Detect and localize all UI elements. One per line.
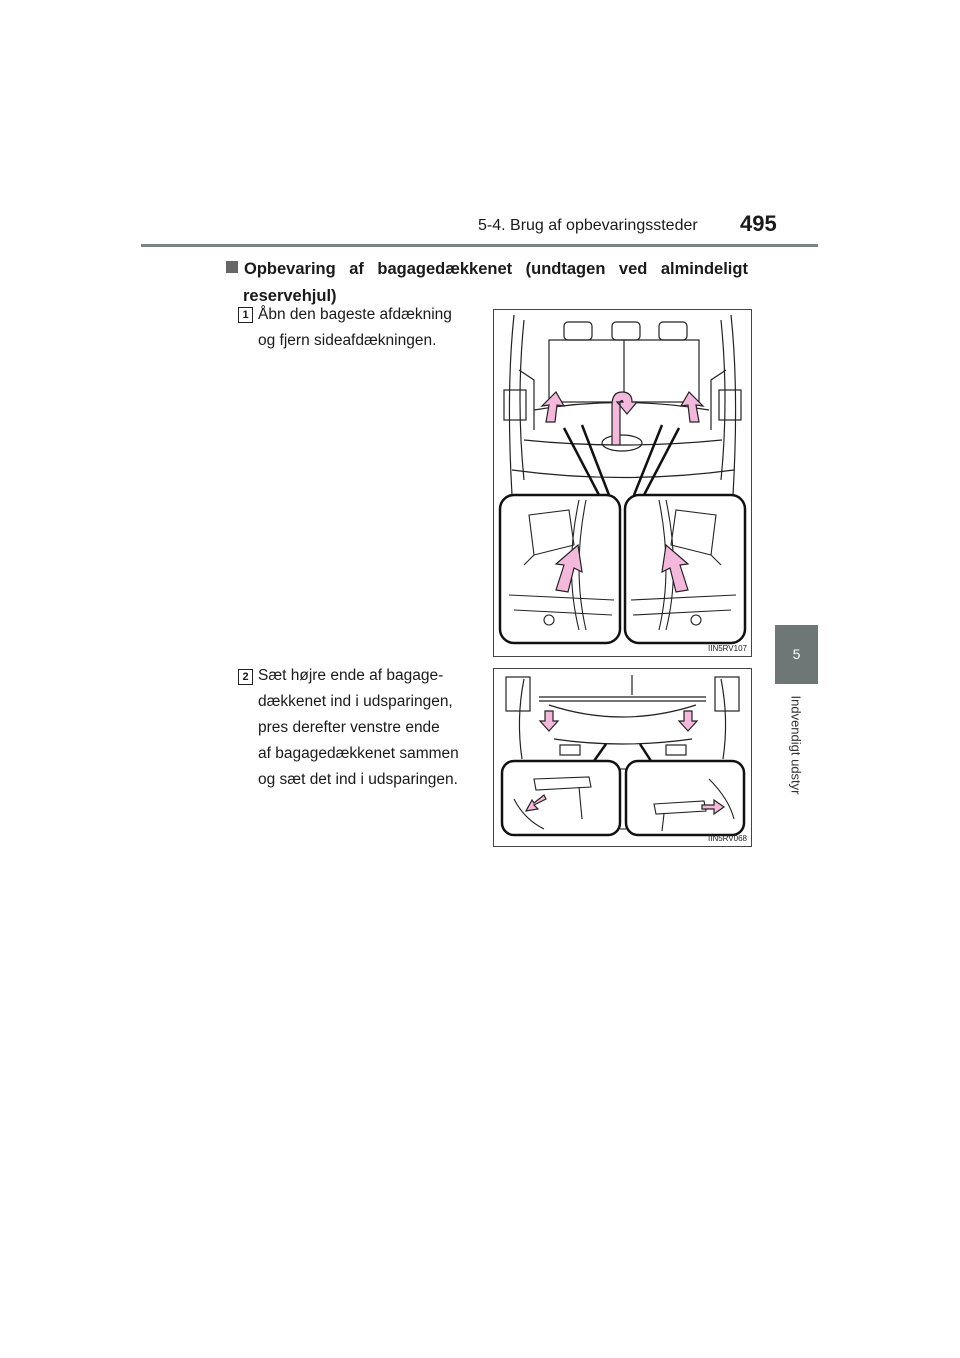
step-1-line: Åbn den bageste afdækning <box>258 306 452 323</box>
step-2-line: dækkenet ind i udsparingen, <box>258 693 453 710</box>
figure-2-code: IIN5RV068 <box>708 834 747 843</box>
step-2-number: 2 <box>238 669 253 685</box>
step-2-text: Sæt højre ende af bagage- dækkenet ind i… <box>258 663 476 793</box>
figure-1-code: IIN5RV107 <box>708 644 747 653</box>
step-2-line: og sæt det ind i udsparingen. <box>258 771 458 788</box>
section-title-line1: Opbevaring af bagagedækkenet (undtagen v… <box>226 256 748 283</box>
header-rule <box>141 244 818 247</box>
section-title-word-4: (undtagen <box>525 260 606 278</box>
step-1-text: Åbn den bageste afdækning og fjern sidea… <box>258 302 476 354</box>
section-title-word-5: ved <box>618 260 648 278</box>
chapter-tab-number: 5 <box>775 625 818 684</box>
header-title: 5-4. Brug af opbevaringssteder <box>478 217 698 234</box>
square-bullet-icon <box>226 261 238 273</box>
section-title-word-2: af <box>349 260 364 278</box>
figure-2-illustration <box>500 675 746 837</box>
figure-cargo-cover-removal: IIN5RV107 <box>493 309 752 657</box>
step-2-line: Sæt højre ende af bagage- <box>258 667 444 684</box>
step-2-line: pres derefter venstre ende <box>258 719 440 736</box>
chapter-tab-label: Indvendigt udstyr <box>786 690 806 800</box>
section-title-line2: reservehjul) <box>243 287 337 305</box>
section-title-word-6: almindeligt <box>660 260 748 278</box>
page-number: 495 <box>740 211 777 236</box>
step-2-line: af bagagedækkenet sammen <box>258 745 459 762</box>
figure-cargo-cover-install: IIN5RV068 <box>493 668 752 847</box>
section-title: Opbevaring af bagagedækkenet (undtagen v… <box>226 256 748 310</box>
step-1-line: og fjern sideafdækningen. <box>258 332 437 349</box>
section-title-word-1: Opbevaring <box>226 256 336 283</box>
step-1-number: 1 <box>238 307 253 323</box>
figure-1-illustration <box>498 314 747 645</box>
section-title-word-3: bagagedækkenet <box>377 260 513 278</box>
chapter-tab-label-text: Indvendigt udstyr <box>788 695 804 795</box>
